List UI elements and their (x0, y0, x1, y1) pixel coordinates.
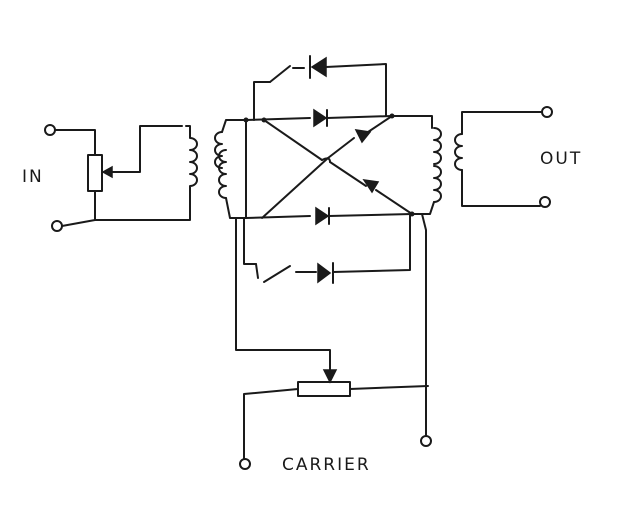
diode-top-switched (310, 56, 327, 78)
output-terminal-bottom (539, 196, 551, 208)
input-return-wire (94, 189, 191, 221)
output-wire-bottom (461, 169, 541, 207)
ring-top-wire-right (326, 115, 393, 119)
top-switch-blade (269, 65, 291, 83)
carrier-potentiometer (297, 381, 351, 397)
input-label: IN (22, 167, 44, 187)
junction-tl2 (261, 117, 267, 123)
diode-bottom-switched (317, 262, 332, 284)
output-top-lead (391, 115, 433, 129)
cross-wire-a1 (263, 119, 323, 161)
output-wire-top (461, 111, 543, 135)
input-transformer-secondary-coil (214, 131, 223, 169)
carrier-center-tap-right (421, 213, 427, 437)
carrier-terminal-left (239, 458, 251, 470)
output-transformer-primary-coil-upper (433, 127, 442, 165)
input-terminal-bottom (51, 220, 63, 232)
wiper-wire (103, 125, 183, 173)
input-stage (44, 119, 249, 232)
carrier-left-wire (243, 388, 299, 461)
bottom-switch-branch (243, 213, 411, 284)
potentiometer-wiper-arrow (101, 165, 113, 179)
bottom-branch-kink (255, 263, 259, 279)
diode-top (313, 108, 328, 128)
cross-wire-a3 (375, 189, 413, 215)
carrier-right-wire (349, 385, 429, 390)
diode-cross-upper (354, 129, 372, 144)
carrier-center-tap-left (235, 217, 331, 373)
cross-wire-b3 (367, 115, 393, 133)
diode-cross-lower (362, 179, 380, 194)
diode-bottom (315, 206, 330, 226)
input-wire-bottom (61, 190, 96, 227)
junction-tl (243, 117, 249, 123)
diode-ring (243, 108, 415, 226)
bottom-branch-left-wire (243, 217, 257, 265)
secondary-bottom-lead (225, 197, 247, 219)
carrier-pot-wiper-arrow (322, 369, 338, 384)
top-branch-right-wire (325, 63, 387, 117)
ring-bottom-wire-left (245, 215, 311, 219)
input-wire-top (54, 129, 96, 156)
output-bottom-lead (411, 201, 435, 215)
carrier-terminal-right (420, 435, 432, 447)
bottom-switch-blade (263, 265, 291, 283)
input-terminal-top (44, 124, 56, 136)
carrier-label: CARRIER (282, 455, 371, 475)
top-switch-branch (253, 55, 387, 121)
bottom-branch-right-wire (332, 213, 411, 273)
ring-top-wire-left (245, 117, 311, 121)
cross-wire-b2 (327, 137, 355, 159)
ring-bottom-wire-right (328, 213, 413, 217)
cross-wire-b1 (261, 157, 329, 219)
carrier-stage (235, 213, 432, 470)
output-label: OUT (540, 149, 582, 169)
cross-wire-a2 (329, 161, 367, 187)
secondary-top-lead (221, 119, 249, 133)
output-transformer-primary-coil-lower (433, 165, 442, 203)
output-terminal-top (541, 106, 553, 118)
top-branch-left-wire (253, 81, 271, 121)
input-potentiometer (87, 154, 103, 192)
input-secondary-lower-coil (218, 149, 227, 199)
output-stage (391, 106, 553, 215)
output-transformer-secondary-coil (454, 133, 463, 171)
input-transformer-primary-coil (185, 125, 198, 191)
